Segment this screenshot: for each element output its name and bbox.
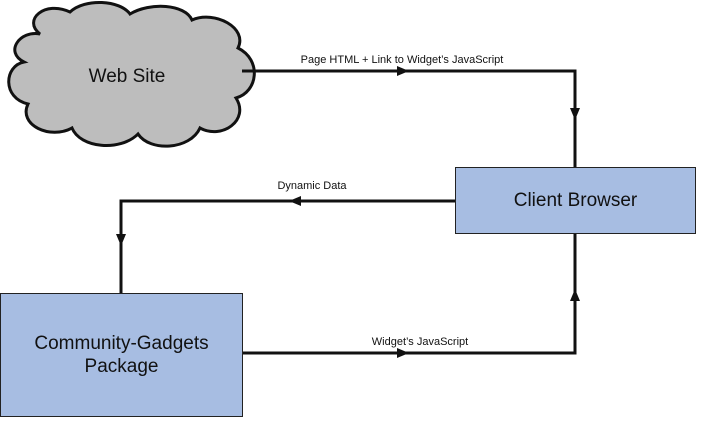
- edge-label-page-html: Page HTML + Link to Widget’s JavaScript: [301, 54, 504, 66]
- web-site-cloud: Web Site: [7, 0, 256, 148]
- arrowhead-right: [397, 66, 409, 76]
- client-browser-node: Client Browser: [455, 167, 696, 234]
- edge-client-to-package: Dynamic Data: [116, 180, 455, 293]
- arrowhead-down: [116, 234, 126, 246]
- arrowhead-down: [570, 108, 580, 120]
- arrowhead-left: [289, 196, 301, 206]
- arrowhead-right: [397, 348, 409, 358]
- edge-package-to-client: Widget’s JavaScript: [243, 234, 580, 358]
- web-site-label: Web Site: [89, 66, 166, 87]
- edge-web-to-client: Page HTML + Link to Widget’s JavaScript: [242, 54, 580, 167]
- client-browser-label: Client Browser: [513, 189, 638, 211]
- community-gadgets-node: Community-Gadgets Package: [0, 293, 243, 417]
- community-gadgets-label: Community-Gadgets Package: [34, 333, 209, 377]
- arrowhead-up: [570, 289, 580, 301]
- edge-label-dynamic-data: Dynamic Data: [277, 180, 347, 192]
- edge-label-widget-js: Widget’s JavaScript: [372, 336, 468, 348]
